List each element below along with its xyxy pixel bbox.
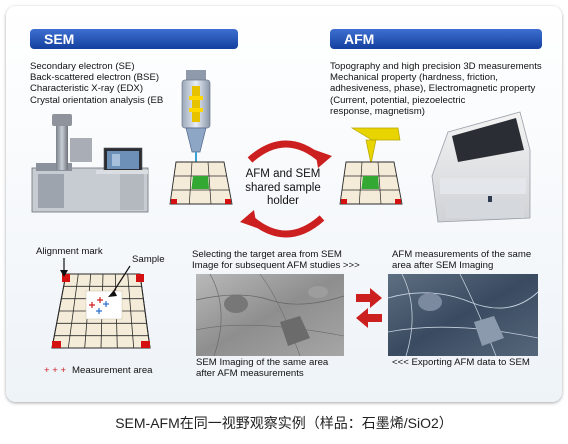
alignment-grid (51, 258, 151, 349)
shared-holder-line: shared sample (245, 181, 321, 194)
afm-measurement-label-2: area after SEM Imaging (392, 260, 494, 271)
sem-line: Back-scattered electron (BSE) (30, 72, 160, 84)
figure-caption: SEM-AFM在同一视野观察实例（样品：石墨烯/SiO2） (115, 415, 453, 431)
exporting-label: <<< Exporting AFM data to SEM (392, 357, 530, 368)
sem-banner: SEM (30, 29, 238, 49)
afm-instrument-illustration (431, 111, 531, 223)
afm-sample-grid (339, 161, 403, 205)
sample-label: Sample (132, 254, 165, 265)
sem-line: Crystal orientation analysis (EB (30, 94, 164, 106)
sem-column-illustration (181, 70, 211, 168)
shared-holder-line: AFM and SEM (245, 168, 321, 180)
sem-micrograph (195, 273, 345, 357)
measurement-marker: + + + (44, 365, 67, 376)
afm-line: adhesiveness, phase), Electromagnetic pr… (330, 83, 536, 95)
afm-capabilities: Topography and high precision 3D measure… (330, 61, 556, 117)
sem-imaging-label: SEM Imaging of the same area (196, 357, 329, 368)
select-target-label: Selecting the target area from SEM (192, 249, 342, 260)
transfer-arrows (356, 288, 382, 328)
alignment-mark-label: Alignment mark (36, 246, 103, 257)
sem-sample-grid (169, 161, 233, 205)
afm-probe-illustration (350, 127, 401, 165)
afm-line: Topography and high precision 3D measure… (330, 61, 542, 72)
exchange-arrows (240, 140, 332, 238)
sem-imaging-label-2: after AFM measurements (196, 368, 304, 379)
afm-line: Mechanical property (hardness, friction, (330, 72, 498, 84)
sem-line: Characteristic X-ray (EDX) (30, 83, 144, 95)
sem-line: Secondary electron (SE) (30, 61, 135, 72)
sem-capabilities: Secondary electron (SE) Back-scattered e… (30, 61, 180, 106)
shared-holder-line: holder (267, 195, 299, 207)
shared-holder-label: AFM and SEM shared sample holder (238, 168, 328, 209)
afm-line: (Current, potential, piezoelectric (330, 94, 466, 106)
measurement-area-label: Measurement area (72, 365, 153, 376)
select-target-label-2: Image for subsequent AFM studies >>> (192, 260, 360, 271)
afm-image (387, 273, 539, 357)
afm-line: response, magnetism) (330, 105, 425, 117)
sem-instrument-illustration (31, 114, 149, 213)
afm-banner: AFM (330, 29, 542, 49)
afm-measurement-label: AFM measurements of the same (392, 249, 532, 260)
